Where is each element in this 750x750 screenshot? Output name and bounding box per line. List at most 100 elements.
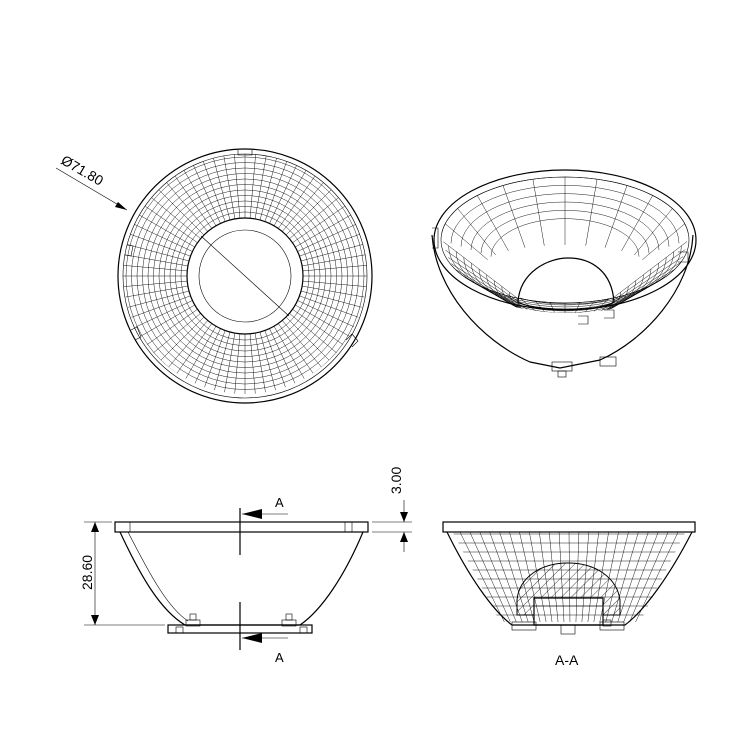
iso-rim-notch-2 xyxy=(604,309,615,319)
section-facet-meridian xyxy=(479,531,518,622)
rim-arrow-top xyxy=(400,512,408,522)
iso-facet-meridian xyxy=(520,298,549,313)
iso-facet-meridian xyxy=(592,291,636,313)
facet-radial-line xyxy=(302,280,367,287)
rim-notch-lower-right xyxy=(345,333,359,348)
iso-facet-meridian xyxy=(604,275,668,313)
facet-radial-line xyxy=(292,309,346,347)
facet-radial-line xyxy=(299,295,360,318)
facet-radial-line xyxy=(144,309,198,347)
iso-facet-meridian xyxy=(576,301,595,313)
facet-radial-line xyxy=(158,189,205,236)
facet-radial-line xyxy=(299,234,360,257)
diameter-line-through-center xyxy=(200,235,290,317)
facet-radial-line xyxy=(223,333,236,394)
facet-radial-line xyxy=(193,328,221,387)
facet-radial-line xyxy=(264,330,287,391)
facet-radial-line xyxy=(183,170,217,226)
section-facet-meridian xyxy=(459,531,507,622)
facet-ring xyxy=(147,178,343,374)
facet-radial-line xyxy=(166,182,208,232)
facet-radial-line xyxy=(127,244,190,262)
facet-ring xyxy=(158,189,332,363)
facet-radial-line xyxy=(269,165,297,224)
iso-facet-meridian xyxy=(607,269,675,310)
facet-radial-line xyxy=(282,320,324,370)
facet-radial-line xyxy=(193,165,221,224)
side-base-lug-left xyxy=(175,626,184,634)
facet-radial-line xyxy=(151,197,201,239)
facet-radial-line xyxy=(213,331,231,394)
facet-radial-line xyxy=(289,197,339,239)
facet-radial-line xyxy=(273,326,307,382)
iso-facet-meridian xyxy=(570,302,581,313)
section-marker-top: A xyxy=(275,495,284,510)
iso-facet-meridian xyxy=(600,281,658,313)
rim-notch-left xyxy=(124,244,134,257)
iso-peg-right xyxy=(599,356,617,367)
height-arrow-bottom xyxy=(91,615,99,625)
facet-ring xyxy=(125,156,365,394)
center-opening-inner xyxy=(198,229,292,323)
iso-facet-band xyxy=(501,286,629,313)
iso-facet-meridian xyxy=(455,269,523,310)
facet-radial-line xyxy=(269,328,297,387)
side-base-peg-1-tip xyxy=(189,613,197,621)
iso-facet-band-back xyxy=(442,176,688,241)
facet-ring xyxy=(169,200,321,352)
facet-radial-line xyxy=(124,285,188,298)
facet-radial-line xyxy=(282,182,324,232)
section-facet-meridian xyxy=(450,531,501,622)
iso-peg-front-tip xyxy=(557,370,567,378)
iso-outer-shell xyxy=(431,234,694,369)
iso-facet-meridian xyxy=(611,254,686,305)
facet-radial-line xyxy=(134,224,193,252)
iso-facet-band xyxy=(442,239,688,304)
side-rim xyxy=(114,521,369,533)
facet-radial-line xyxy=(234,333,241,394)
facet-radial-line xyxy=(254,333,267,394)
section-facet-meridian xyxy=(469,531,512,622)
section-marker-bottom: A xyxy=(275,650,284,665)
rim-notch-top xyxy=(237,150,253,156)
facet-radial-line xyxy=(289,313,339,355)
iso-facet-meridian-back xyxy=(634,208,673,256)
section-facet-meridian xyxy=(616,531,649,622)
section-facet-meridian xyxy=(622,531,659,622)
iso-facet-meridian xyxy=(507,295,543,313)
section-base-left xyxy=(511,621,537,631)
facet-radial-line xyxy=(130,295,191,318)
facet-ring xyxy=(153,184,337,368)
iso-rim-tab-left xyxy=(432,227,439,249)
facet-radial-line xyxy=(203,161,226,222)
section-facet-meridian xyxy=(628,531,669,622)
facet-radial-line xyxy=(134,300,193,328)
facet-radial-line xyxy=(297,224,356,252)
iso-facet-meridian-back xyxy=(642,223,685,260)
facet-radial-line xyxy=(302,254,366,267)
iso-facet-band xyxy=(486,274,644,313)
iso-facet-band-back xyxy=(470,201,660,251)
side-base-peg-2-tip xyxy=(285,613,293,621)
iso-facet-grid xyxy=(442,176,688,313)
facet-radial-line xyxy=(278,323,316,377)
facet-radial-line xyxy=(292,205,346,243)
height-label: 28.60 xyxy=(79,555,95,590)
facet-ring xyxy=(131,162,359,390)
diameter-leader-line xyxy=(55,167,128,211)
iso-facet-meridian xyxy=(494,291,538,313)
iso-facet-meridian xyxy=(581,298,610,313)
side-base-lug-right xyxy=(299,626,308,634)
iso-facet-meridian xyxy=(448,262,521,308)
rim-notch-lower-left xyxy=(130,326,142,341)
facet-radial-line xyxy=(174,323,212,377)
side-body xyxy=(119,531,364,626)
iso-facet-meridian-back xyxy=(621,195,653,251)
facet-ring xyxy=(175,206,315,346)
side-view: A A 28.60 3.00 xyxy=(79,467,412,665)
facet-ring xyxy=(164,195,326,357)
facet-radial-line xyxy=(166,320,208,370)
facet-radial-line xyxy=(139,214,195,248)
facet-radial-line xyxy=(264,161,287,222)
facet-radial-line xyxy=(278,175,316,229)
